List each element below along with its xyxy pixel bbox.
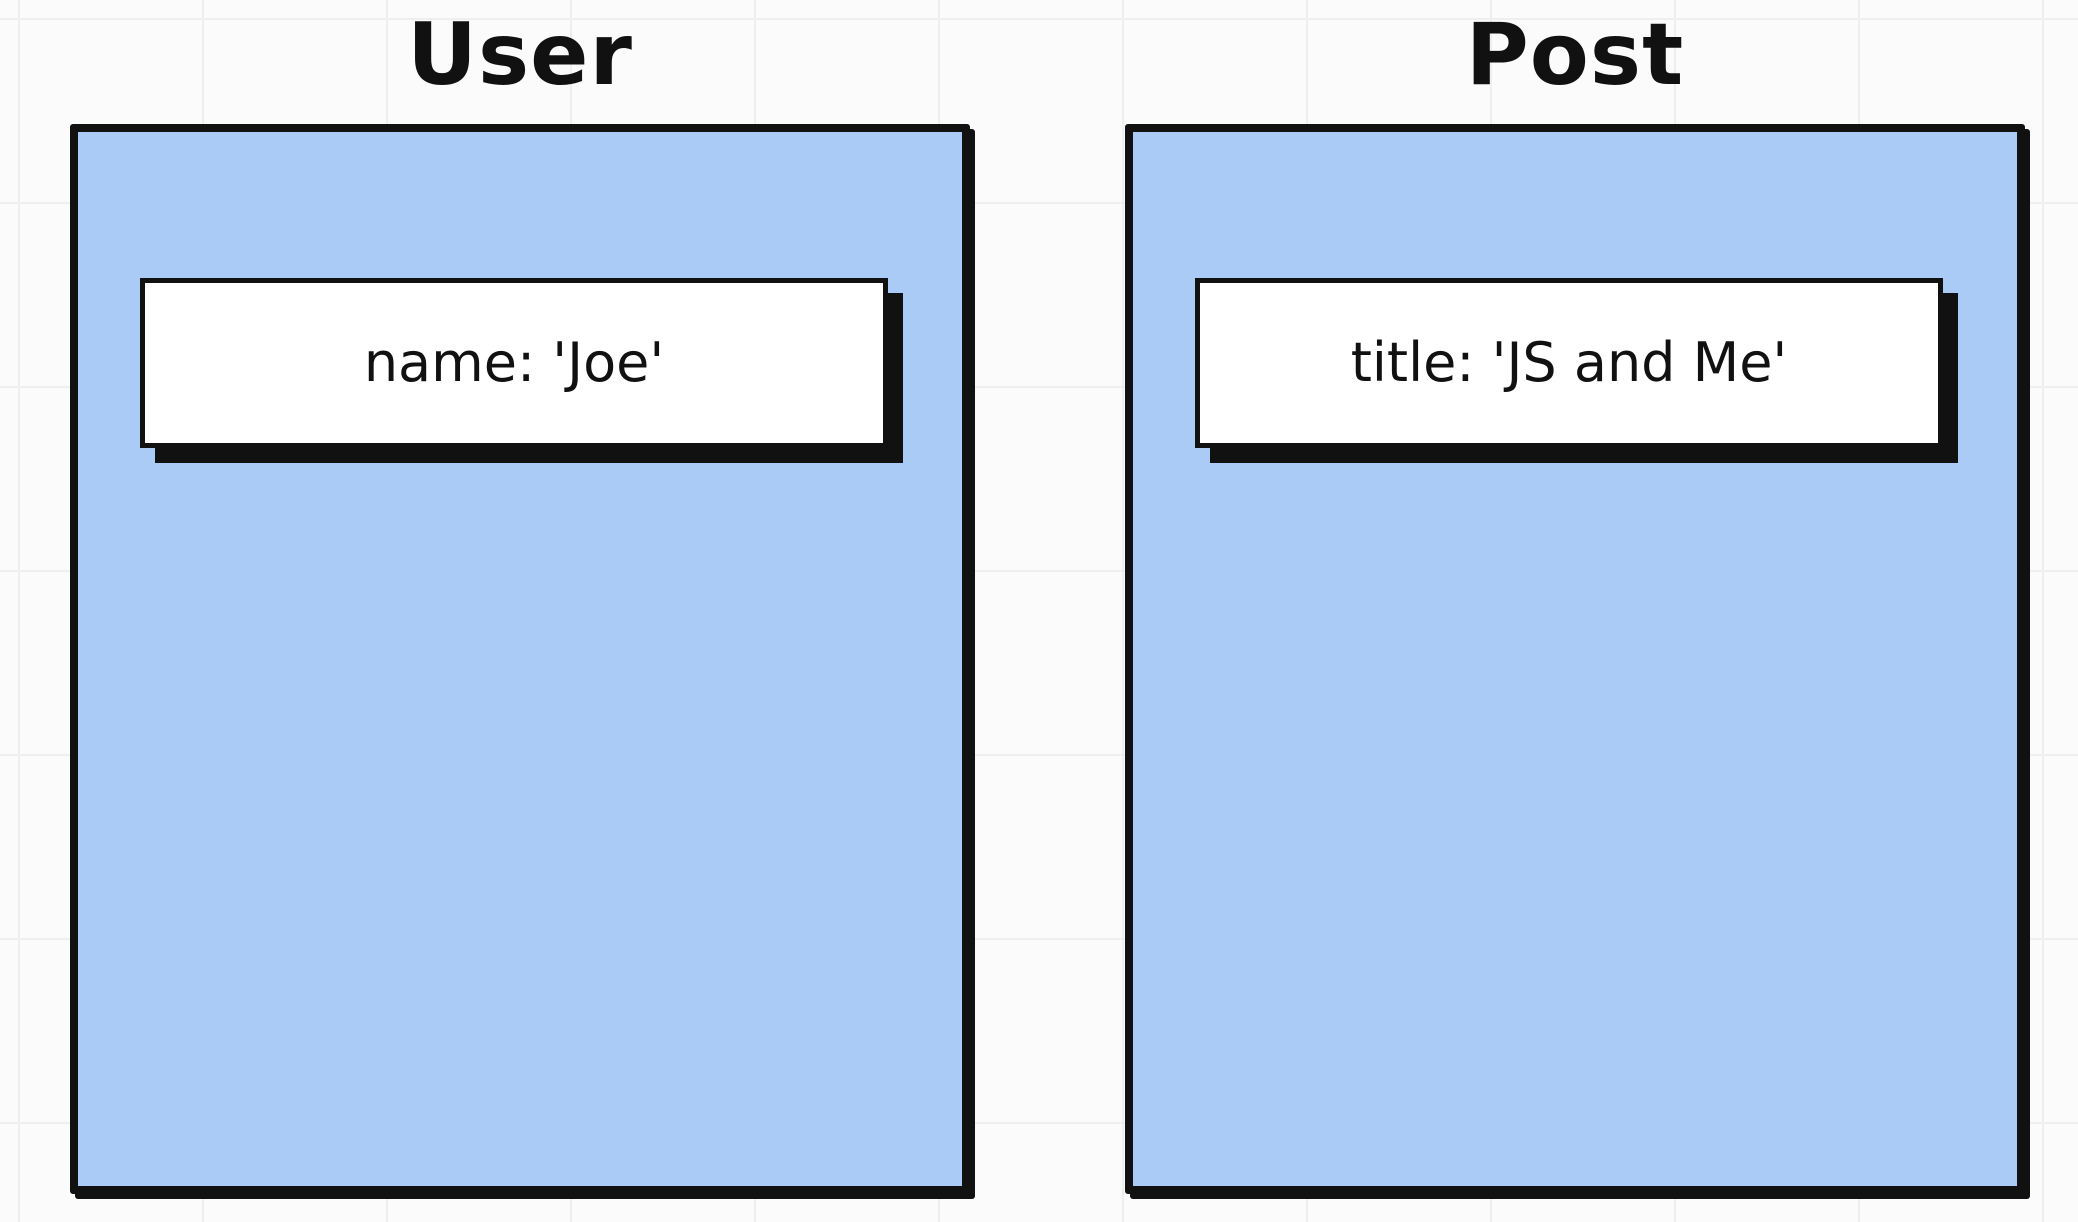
post-title-field-label: title: 'JS and Me' [1350, 331, 1788, 394]
user-model-box: name: 'Joe' [70, 124, 970, 1194]
user-name-field-label: name: 'Joe' [363, 331, 665, 394]
post-model-title: Post [1465, 5, 1685, 105]
user-model-title: User [407, 5, 633, 105]
post-model-box: title: 'JS and Me' [1125, 124, 2025, 1194]
user-model: User name: 'Joe' [70, 0, 970, 1222]
user-name-field: name: 'Joe' [140, 278, 888, 448]
post-title-field: title: 'JS and Me' [1195, 278, 1943, 448]
post-model: Post title: 'JS and Me' [1125, 0, 2025, 1222]
